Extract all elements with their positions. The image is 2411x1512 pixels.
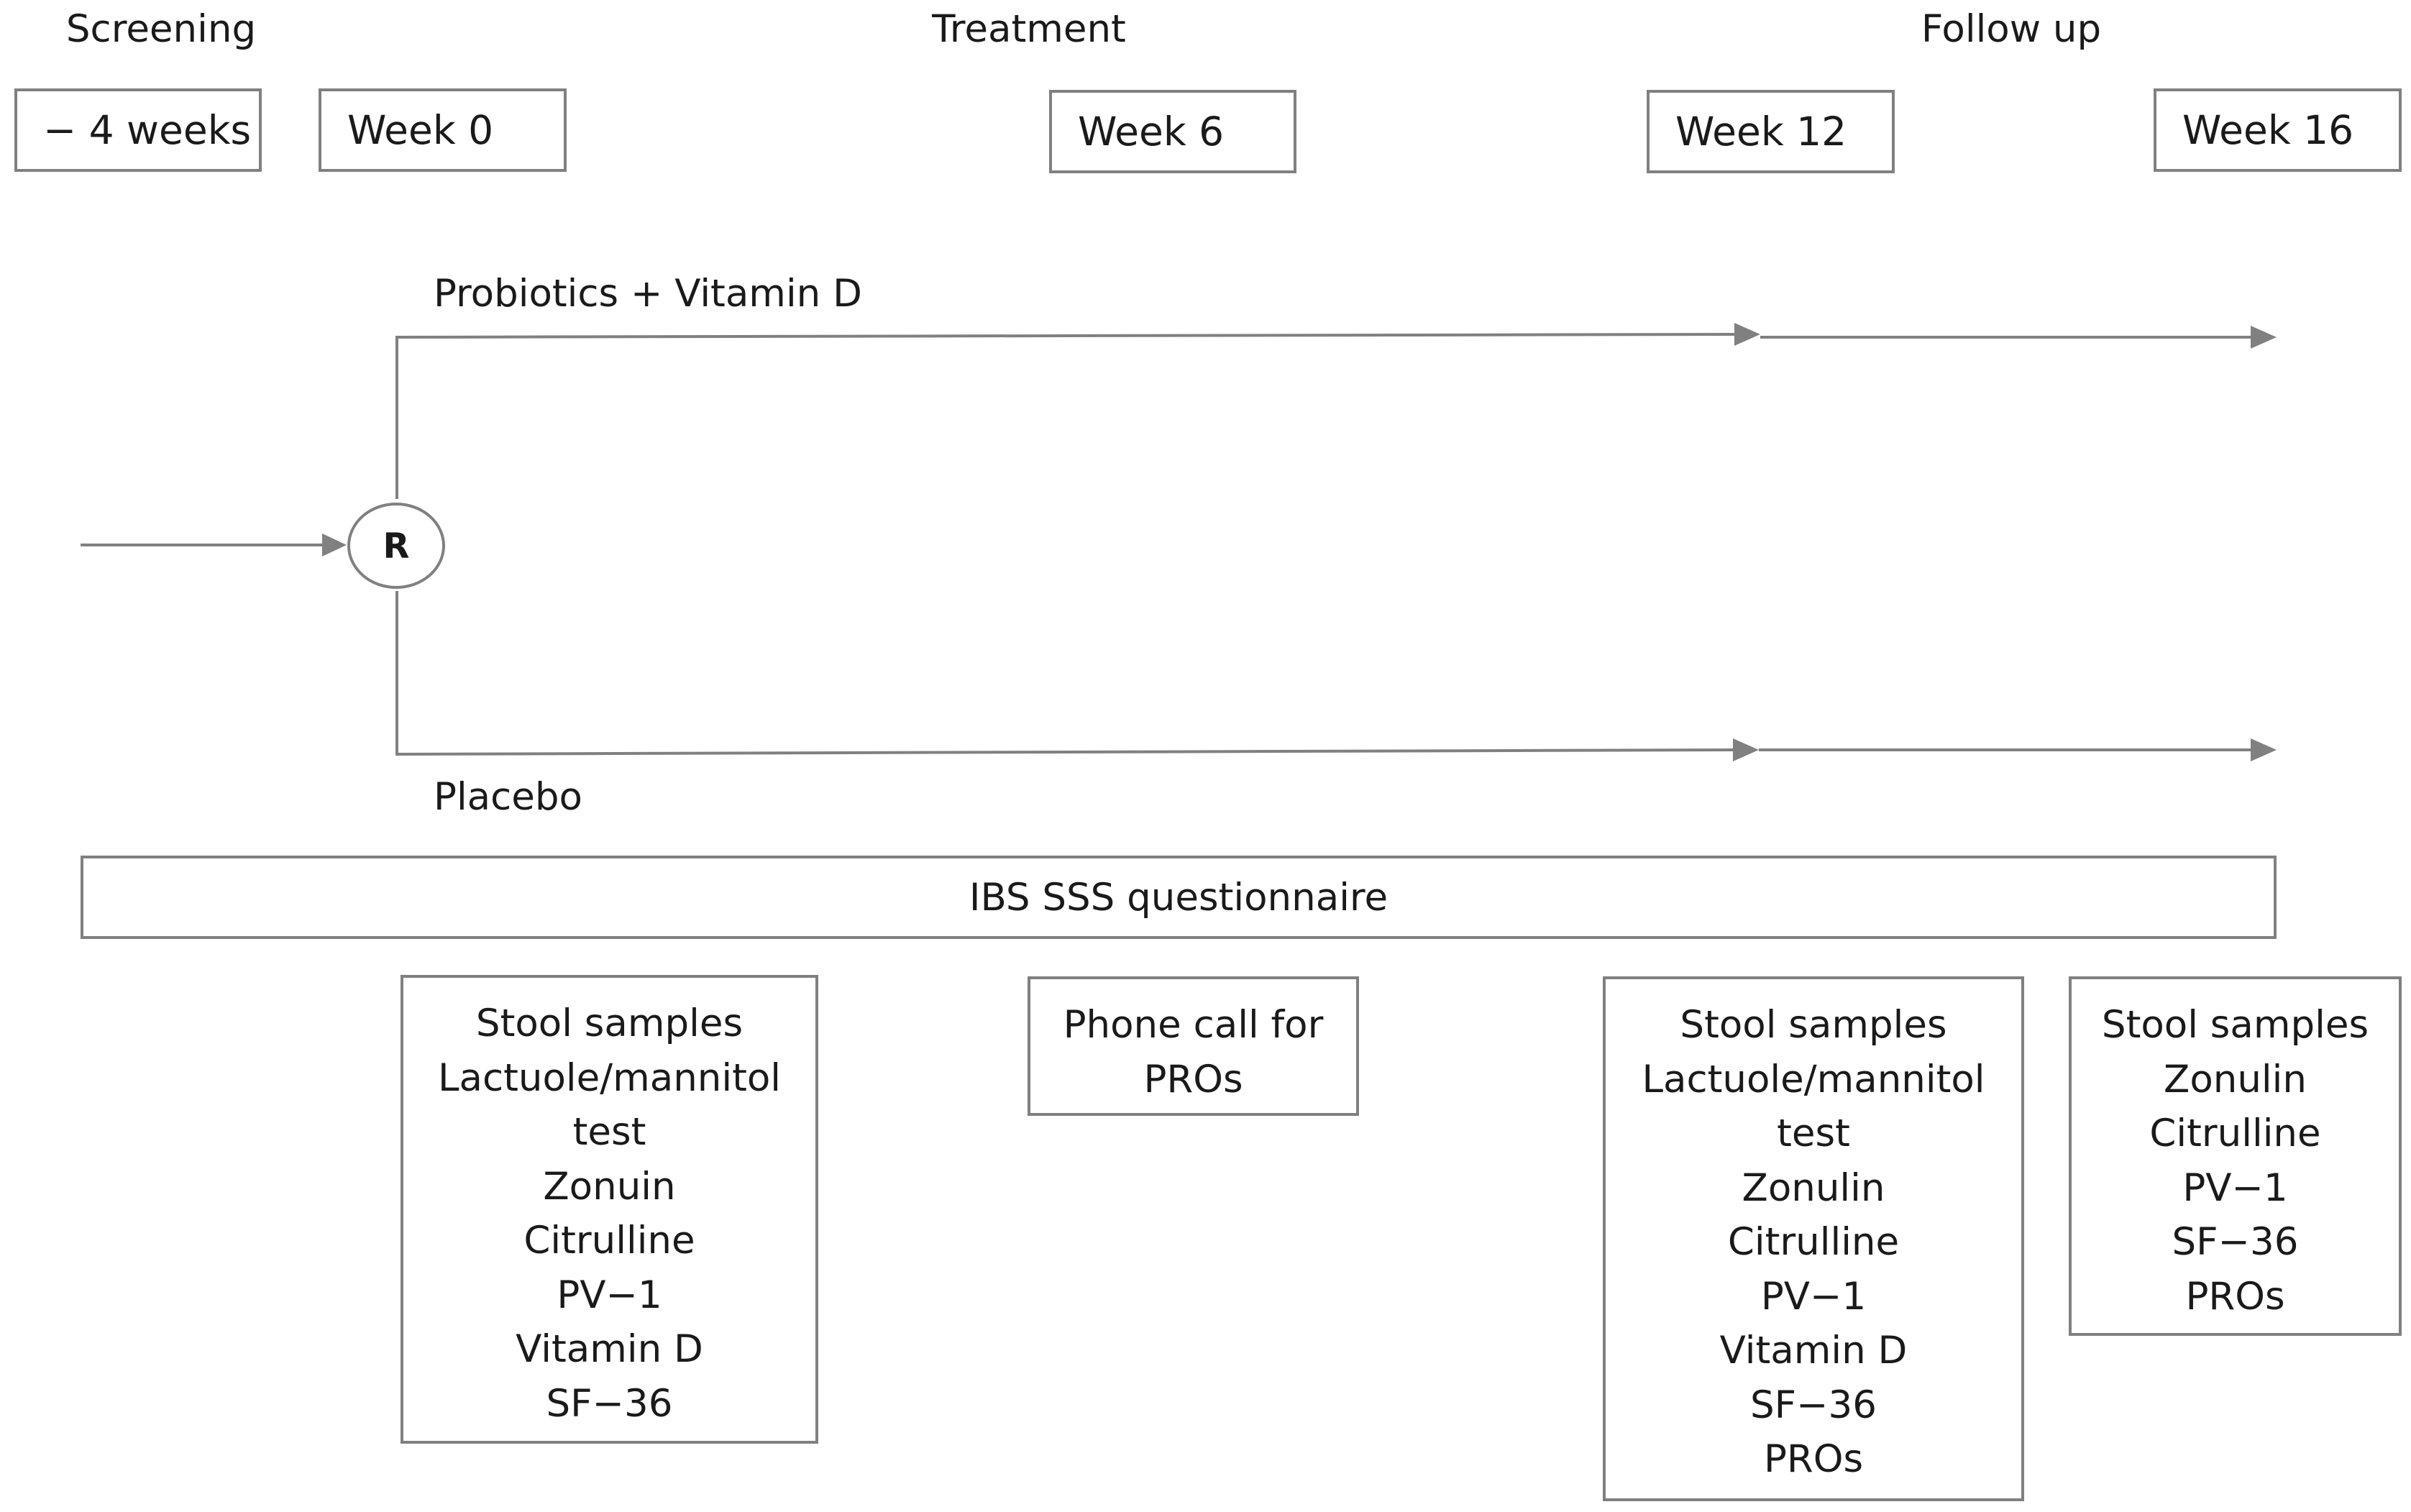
arm-label-intervention: Probiotics + Vitamin D bbox=[434, 272, 862, 316]
timepoint-week-0: Week 0 bbox=[319, 88, 567, 172]
arm-label-placebo: Placebo bbox=[434, 775, 582, 819]
assessment-box-week0: Stool samples Lactuole/mannitol test Zon… bbox=[401, 975, 818, 1444]
assessment-item: Zonuin bbox=[543, 1164, 676, 1209]
assessment-box-week6: Phone call for PROs bbox=[1028, 976, 1359, 1116]
intervention-arrowhead-week16 bbox=[2251, 326, 2277, 349]
assessment-item: Zonulin bbox=[1742, 1165, 1885, 1210]
assessment-item: Stool samples bbox=[475, 1002, 744, 1045]
assessment-item: Citrulline bbox=[523, 1219, 695, 1263]
assessment-box-week12: Stool samples Lactuole/mannitol test Zon… bbox=[1603, 976, 2024, 1501]
assessment-item: SF−36 bbox=[1750, 1383, 1877, 1427]
assessment-item: PROs bbox=[1143, 1057, 1243, 1101]
timepoint-week-12: Week 12 bbox=[1647, 90, 1895, 173]
assessment-item: Citrulline bbox=[2149, 1112, 2321, 1155]
assessment-item: Vitamin D bbox=[516, 1327, 703, 1371]
assessment-item: PV−1 bbox=[2182, 1165, 2288, 1210]
randomization-label: R bbox=[383, 526, 410, 567]
phase-screening: Screening bbox=[65, 7, 257, 51]
placebo-arm-line-1 bbox=[395, 748, 1734, 756]
timepoint-minus-4-weeks: − 4 weeks bbox=[14, 88, 262, 172]
assessment-item: PROs bbox=[1763, 1437, 1864, 1481]
assessment-item: Phone call for bbox=[1063, 1003, 1324, 1047]
assessment-item: Stool samples bbox=[2101, 1003, 2369, 1047]
intervention-arm-line-1 bbox=[395, 333, 1741, 339]
assessment-item: Zonulin bbox=[2164, 1057, 2307, 1101]
entry-arrowhead bbox=[322, 533, 347, 556]
assessment-item: SF−36 bbox=[2172, 1220, 2299, 1264]
assessment-item: SF−36 bbox=[546, 1381, 673, 1426]
randomization-circle bbox=[347, 503, 445, 589]
placebo-arrowhead-week12 bbox=[1733, 738, 1759, 761]
intervention-arrowhead-week12 bbox=[1734, 323, 1760, 346]
assessment-item: Citrulline bbox=[1727, 1220, 1900, 1264]
assessment-item: Lactuole/mannitol bbox=[437, 1055, 782, 1100]
assessment-item: Stool samples bbox=[1680, 1003, 1947, 1047]
phase-treatment: Treatment bbox=[932, 7, 1126, 51]
assessment-item: PROs bbox=[2185, 1274, 2285, 1319]
timepoint-week-16: Week 16 bbox=[2154, 88, 2402, 172]
assessment-item: PV−1 bbox=[557, 1273, 662, 1317]
assessment-item: Vitamin D bbox=[1719, 1329, 1908, 1373]
phase-follow-up: Follow up bbox=[1921, 7, 2102, 51]
assessment-item: test bbox=[572, 1110, 646, 1154]
assessment-item: test bbox=[1777, 1112, 1850, 1155]
placebo-arrowhead-week16 bbox=[2251, 738, 2277, 761]
assessment-box-week16: Stool samples Zonulin Citrulline PV−1 SF… bbox=[2069, 976, 2402, 1336]
assessment-item: PV−1 bbox=[1760, 1274, 1867, 1319]
timepoint-week-6: Week 6 bbox=[1049, 90, 1296, 173]
assessment-item: Lactuole/mannitol bbox=[1642, 1057, 1985, 1101]
ibs-sss-questionnaire-bar: IBS SSS questionnaire bbox=[81, 856, 2277, 939]
